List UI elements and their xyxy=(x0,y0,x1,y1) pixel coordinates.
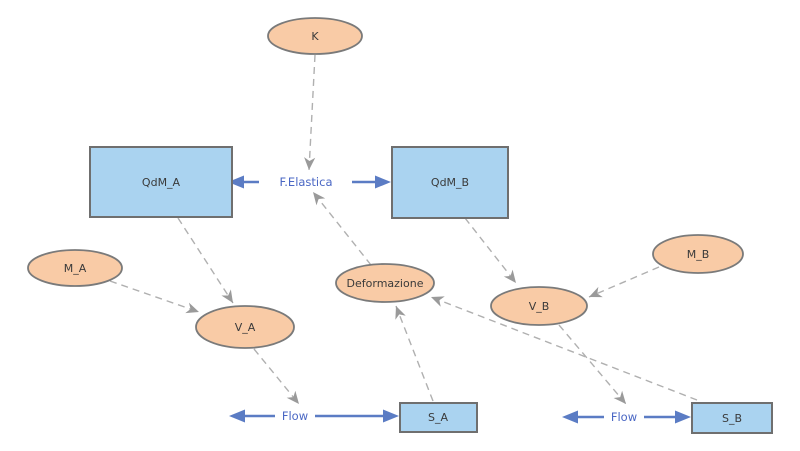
node-s-b-label: S_B xyxy=(722,412,742,425)
node-s-b xyxy=(691,402,773,434)
node-deformazione xyxy=(335,263,435,303)
flow-b-label-bg xyxy=(604,409,644,425)
node-qdm-a-label: QdM_A xyxy=(142,176,181,189)
edge-qdm-a-to-v-a xyxy=(177,217,234,304)
f-elastica-right-arrowhead-icon xyxy=(375,175,391,189)
node-v-a xyxy=(195,305,295,349)
node-qdm-b xyxy=(391,146,509,219)
edge-deformazione-to-f-elastica xyxy=(312,191,372,266)
flow-a-right-arrowhead-icon xyxy=(383,409,399,423)
node-m-a-label: M_A xyxy=(64,262,87,275)
node-deformazione-label: Deformazione xyxy=(347,277,424,290)
node-k-label: K xyxy=(311,30,319,43)
node-s-a-label: S_A xyxy=(428,411,448,424)
node-m-a xyxy=(27,249,123,287)
node-v-a-label: V_A xyxy=(235,321,256,334)
edge-s-a-to-deformazione xyxy=(395,305,434,402)
flow-b-right-arrowhead-icon xyxy=(675,410,691,424)
node-qdm-a xyxy=(89,146,233,218)
flow-b-left-arrowhead-icon xyxy=(562,410,578,424)
flow-a-label-bg xyxy=(275,408,315,424)
f-elastica-label: F.Elastica xyxy=(280,175,333,189)
edge-m-a-to-v-a xyxy=(109,280,200,314)
node-v-b xyxy=(490,286,588,326)
node-s-a xyxy=(399,402,478,433)
node-v-b-label: V_B xyxy=(529,300,550,313)
f-elastica-left-arrowhead-icon xyxy=(228,175,244,189)
node-m-b xyxy=(652,234,744,274)
flow-a-label: Flow xyxy=(282,409,308,423)
flow-b-label: Flow xyxy=(611,410,637,424)
node-k xyxy=(267,17,363,55)
node-qdm-b-label: QdM_B xyxy=(431,176,469,189)
node-m-b-label: M_B xyxy=(687,248,710,261)
edge-m-b-to-v-b xyxy=(588,266,660,298)
f-elastica-label-bg xyxy=(259,174,352,190)
edge-qdm-b-to-v-b xyxy=(464,217,517,284)
flow-a-left-arrowhead-icon xyxy=(229,409,245,423)
edge-v-b-to-flow-b xyxy=(558,324,627,405)
edge-k-to-f-elastica xyxy=(304,54,316,171)
edge-v-a-to-flow-a xyxy=(253,348,300,405)
